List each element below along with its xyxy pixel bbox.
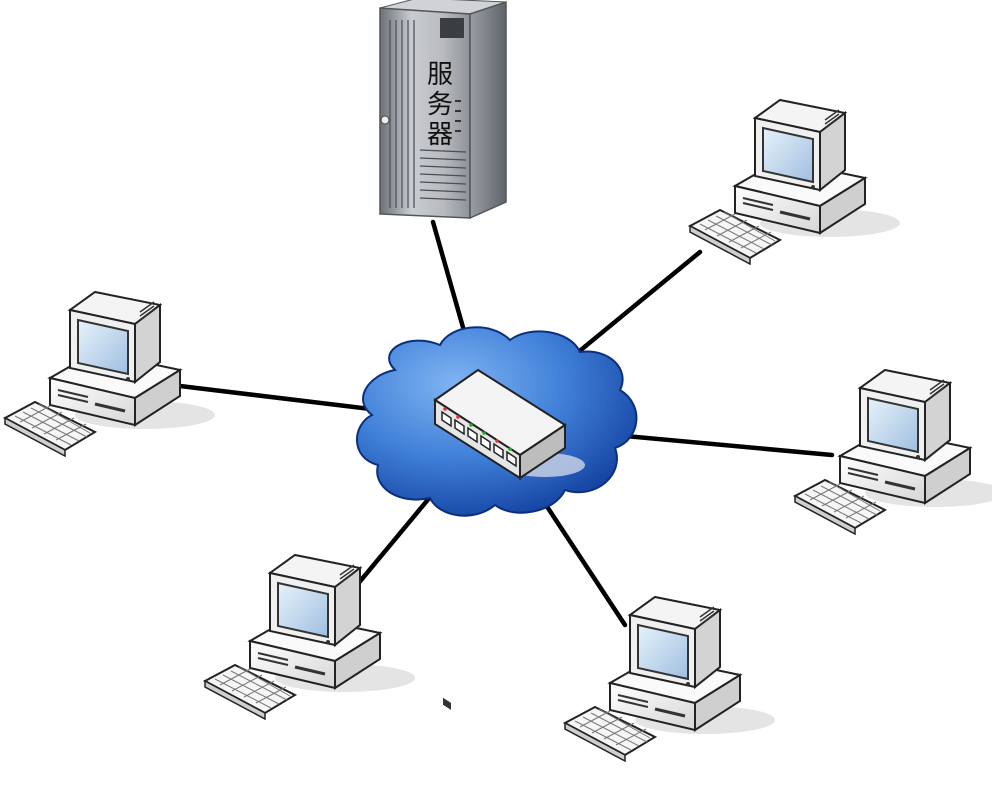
server-label-line-3: 器 xyxy=(427,120,453,150)
server-label-line-1: 服 xyxy=(427,60,453,90)
computer-icon xyxy=(688,98,902,266)
server-tower-icon: 服 务 器 xyxy=(379,0,507,220)
computer-icon xyxy=(793,368,992,536)
computer-icon xyxy=(3,290,217,458)
computer-icon xyxy=(563,595,777,763)
computer-icon xyxy=(203,553,417,721)
server-label-line-2: 务 xyxy=(427,90,453,120)
network-switch xyxy=(433,368,585,710)
